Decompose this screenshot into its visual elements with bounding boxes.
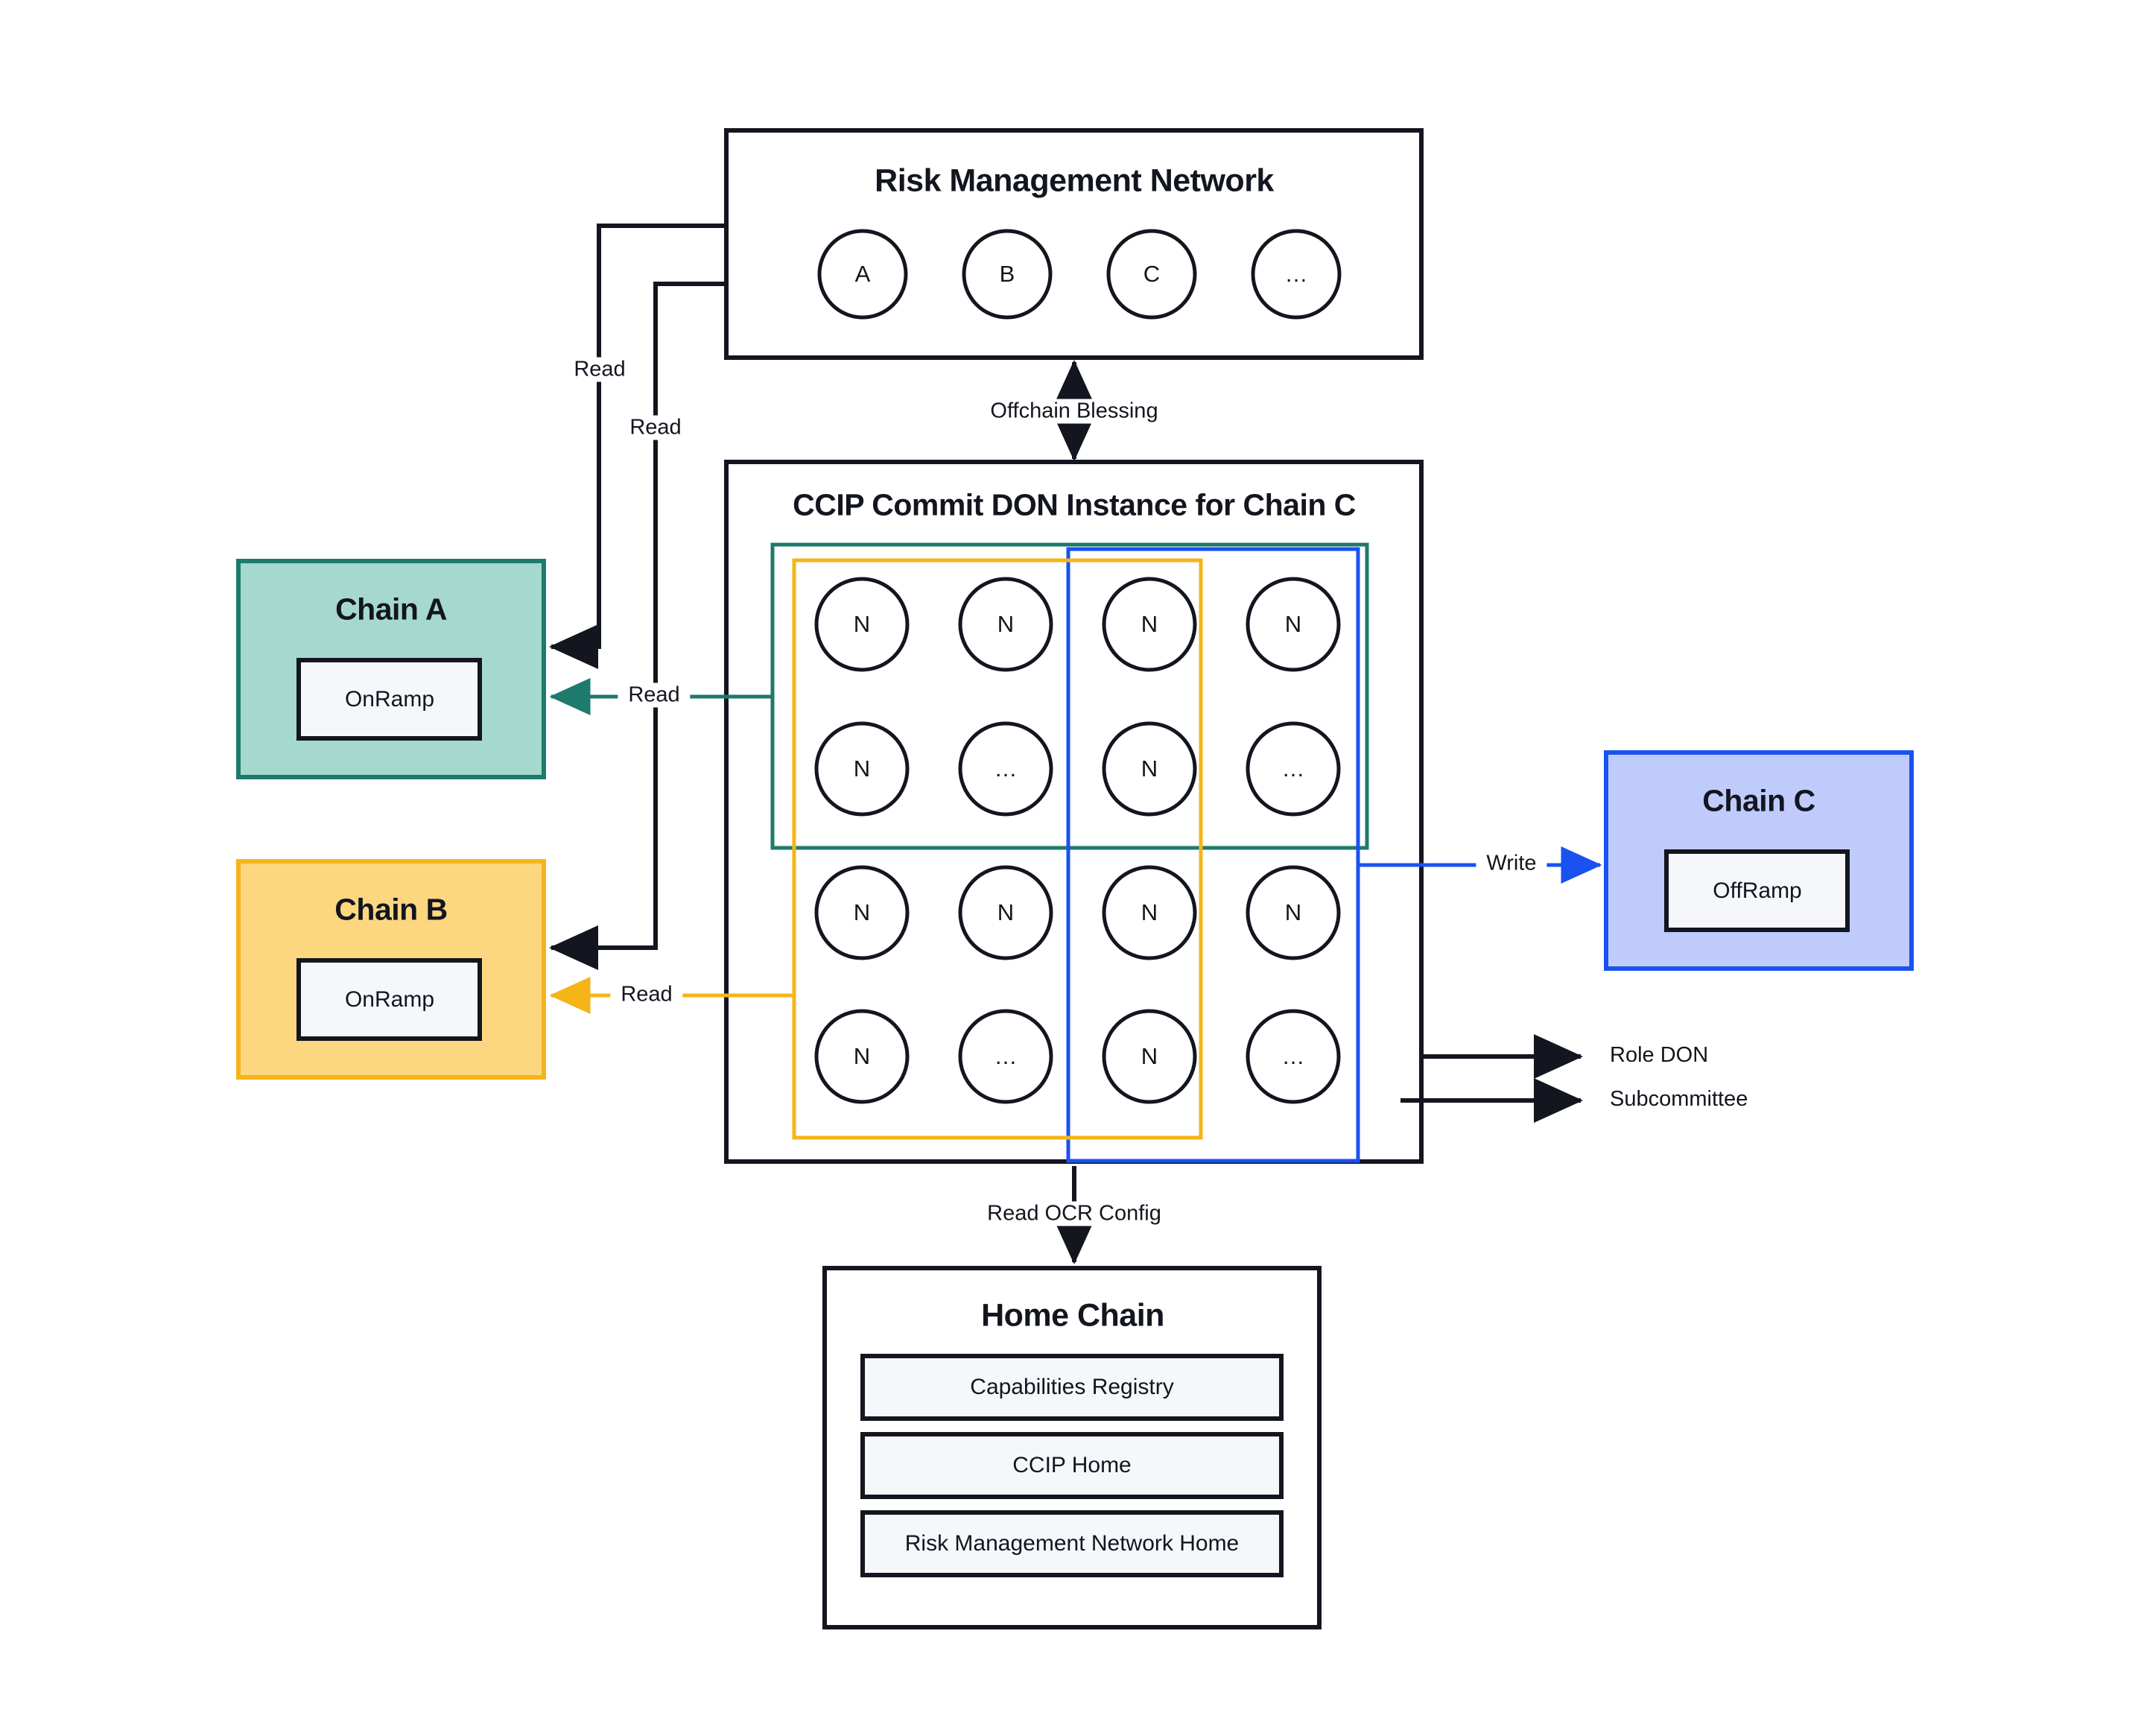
- chain-a-title: Chain A: [335, 592, 447, 627]
- read-connector-rmn-to-chain-a: [549, 224, 726, 669]
- chain-a-onramp-box: [296, 658, 482, 741]
- don-node-label: …: [1281, 1043, 1305, 1069]
- don-node-label: N: [997, 611, 1015, 637]
- read-label-rmn-chain-a: Read: [565, 357, 635, 382]
- don-node-label: …: [1281, 755, 1305, 782]
- rmn-node-label: C: [1143, 261, 1161, 287]
- don-node-circle: [1102, 865, 1197, 960]
- home-chain-item-label: Risk Management Network Home: [904, 1531, 1240, 1556]
- legend-label-subcommittee: Subcommittee: [1610, 1087, 1748, 1111]
- role-don-group-yellow: [792, 558, 1203, 1140]
- don-node-circle: [1246, 1009, 1341, 1104]
- don-node-circle: [1102, 721, 1197, 817]
- home-chain-item-box: [860, 1510, 1284, 1577]
- don-node-circle: [814, 865, 910, 960]
- chain-b-onramp-box: [296, 958, 482, 1041]
- don-node-circle: [814, 577, 910, 672]
- don-node-label: N: [1284, 899, 1302, 925]
- read-connector-rmn-to-chain-b: [549, 282, 726, 970]
- don-node-circle: [1246, 721, 1341, 817]
- don-node-label: N: [853, 611, 871, 637]
- commit-don-title: CCIP Commit DON Instance for Chain C: [793, 487, 1356, 522]
- rmn-node-label: A: [854, 261, 871, 287]
- don-node-label: N: [997, 899, 1015, 925]
- risk-management-network-title: Risk Management Network: [875, 162, 1274, 199]
- don-node-circle: [1102, 577, 1197, 672]
- rmn-node-label: …: [1284, 261, 1308, 287]
- chain-b-title: Chain B: [334, 892, 448, 927]
- chain-b-onramp-label: OnRamp: [344, 987, 435, 1012]
- don-node-circle: [1246, 577, 1341, 672]
- legend-label-role-don: Role DON: [1610, 1043, 1709, 1067]
- home-chain-title: Home Chain: [981, 1297, 1164, 1334]
- chain-a-onramp-label: OnRamp: [344, 687, 435, 712]
- read-label-rmn-chain-b: Read: [621, 415, 691, 440]
- chain-c-title: Chain C: [1702, 783, 1815, 818]
- read-ocr-config-label: Read OCR Config: [978, 1201, 1170, 1226]
- don-node-label: N: [1141, 755, 1158, 782]
- home-chain-item-box: [860, 1354, 1284, 1421]
- don-node-label: N: [1141, 611, 1158, 637]
- rmn-node-circle: [962, 229, 1053, 320]
- chain-c-offramp-label: OffRamp: [1713, 878, 1802, 903]
- don-node-label: N: [853, 755, 871, 782]
- rmn-node-circle: [817, 229, 908, 320]
- rmn-node-circle: [1106, 229, 1197, 320]
- home-chain-item-box: [860, 1432, 1284, 1499]
- don-node-circle: [958, 577, 1053, 672]
- don-node-circle: [1246, 865, 1341, 960]
- don-node-circle: [814, 1009, 910, 1104]
- rmn-node-circle: [1251, 229, 1342, 320]
- subcommittee-group-blue: [1066, 547, 1360, 1163]
- rmn-node-label: B: [999, 261, 1015, 287]
- don-node-circle: [958, 1009, 1053, 1104]
- chain-c-offramp-box: [1664, 849, 1850, 932]
- home-chain-item-label: CCIP Home: [1012, 1453, 1132, 1477]
- don-node-label: …: [994, 755, 1018, 782]
- don-node-label: N: [1141, 1043, 1158, 1069]
- don-node-circle: [958, 721, 1053, 817]
- offchain-blessing-label: Offchain Blessing: [983, 399, 1166, 424]
- don-node-label: N: [1284, 611, 1302, 637]
- don-node-circle: [958, 865, 1053, 960]
- write-label-don-chain-c: Write: [1476, 851, 1547, 876]
- read-label-don-chain-b: Read: [610, 982, 683, 1007]
- don-node-label: …: [994, 1043, 1018, 1069]
- don-node-circle: [814, 721, 910, 817]
- don-node-circle: [1102, 1009, 1197, 1104]
- home-chain-item-label: Capabilities Registry: [970, 1375, 1174, 1399]
- don-node-label: N: [1141, 899, 1158, 925]
- don-node-label: N: [853, 899, 871, 925]
- don-node-label: N: [853, 1043, 871, 1069]
- read-label-don-chain-a: Read: [618, 682, 691, 708]
